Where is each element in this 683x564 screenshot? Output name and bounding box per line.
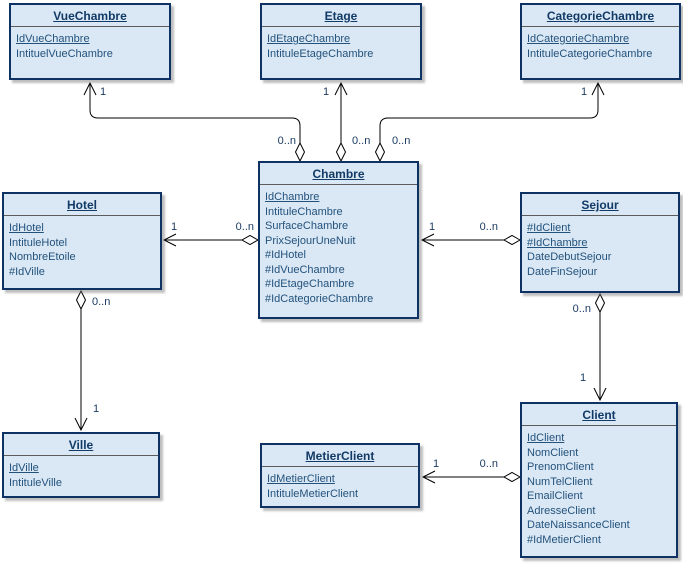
cardinality-metierclient-one: 1 [433, 458, 440, 470]
cardinality-client-metier-many: 0..n [479, 458, 498, 470]
attribute: IntituleMetierClient [267, 487, 359, 500]
entity-title: Sejour [522, 194, 678, 216]
attribute: IdMetierClient [267, 473, 335, 485]
attribute: DateNaissanceClient [527, 519, 630, 531]
attribute: IdVueChambre [16, 33, 90, 45]
attribute: IntituleChambre [265, 205, 343, 218]
attribute: IntituelVueChambre [16, 47, 113, 60]
connector-chambre-categoriechambre[interactable] [374, 81, 605, 163]
attribute: NomClient [527, 446, 579, 459]
attribute: IdCategorieChambre [527, 33, 630, 45]
entity-title: Etage [262, 5, 420, 27]
cardinality-chambre-categorie-many: 0..n [392, 135, 411, 147]
attribute: EmailClient [527, 490, 583, 502]
attribute: IntituleVille [9, 476, 62, 489]
attribute: NombreEtoile [9, 251, 76, 263]
attribute: #IdClient [527, 222, 571, 234]
attribute: #IdVille [9, 265, 45, 278]
attribute: NumTelClient [527, 475, 593, 488]
attribute: IdEtageChambre [267, 33, 351, 45]
attribute: PrenomClient [527, 461, 594, 473]
connector-client-metierclient[interactable] [421, 470, 522, 484]
attribute: #IdVueChambre [265, 263, 345, 276]
cardinality-vuechambre-one: 1 [100, 86, 107, 98]
attribute: IntituleHotel [9, 236, 68, 249]
attribute: IdChambre [265, 191, 320, 203]
cardinality-sejour-client-many: 0..n [572, 303, 591, 315]
connector-chambre-etage[interactable] [334, 81, 348, 163]
cardinality-categoriechambre-one: 1 [581, 86, 588, 98]
attribute: IdClient [527, 432, 565, 444]
cardinality-chambre-one: 1 [429, 221, 436, 233]
entity-title: Ville [4, 434, 158, 456]
attribute: DateDebutSejour [527, 251, 612, 263]
entity-title: Chambre [260, 163, 417, 185]
attribute: #IdHotel [265, 249, 306, 261]
attribute: IntituleCategorieChambre [527, 47, 653, 60]
cardinality-hotel-ville-many: 0..n [92, 296, 111, 308]
cardinality-hotel-one: 1 [171, 221, 178, 233]
cardinality-chambre-vue-many: 0..n [277, 135, 296, 147]
entity-title: Client [522, 404, 676, 426]
cardinality-etage-one: 1 [323, 86, 330, 98]
attribute: #IdMetierClient [527, 533, 601, 546]
attribute: SurfaceChambre [265, 220, 349, 232]
connector-sejour-chambre[interactable] [420, 233, 522, 247]
attribute: PrixSejourUneNuit [265, 234, 356, 247]
entity-title: Hotel [4, 194, 160, 216]
attribute: #IdCategorieChambre [265, 292, 374, 305]
cardinality-client-one: 1 [580, 372, 587, 384]
attribute: DateFinSejour [527, 265, 598, 278]
connector-sejour-client[interactable] [593, 292, 607, 402]
cardinality-chambre-hotel-many: 0..n [235, 221, 254, 233]
attribute: #IdEtageChambre [265, 278, 355, 290]
attribute: IdHotel [9, 222, 44, 234]
attribute: IntituleEtageChambre [267, 47, 374, 60]
connector-chambre-vuechambre[interactable] [83, 81, 306, 163]
entity-title: MetierClient [262, 445, 418, 467]
cardinality-ville-one: 1 [93, 403, 100, 415]
attribute: IdVille [9, 462, 39, 474]
attribute: #IdChambre [527, 236, 588, 249]
cardinality-chambre-etage-many: 0..n [352, 135, 371, 147]
connector-hotel-ville[interactable] [74, 289, 88, 432]
entity-title: VueChambre [11, 5, 169, 27]
attribute: AdresseClient [527, 504, 596, 517]
entity-title: CategorieChambre [522, 5, 679, 27]
cardinality-sejour-chambre-many: 0..n [479, 221, 498, 233]
connector-chambre-hotel[interactable] [162, 233, 260, 247]
